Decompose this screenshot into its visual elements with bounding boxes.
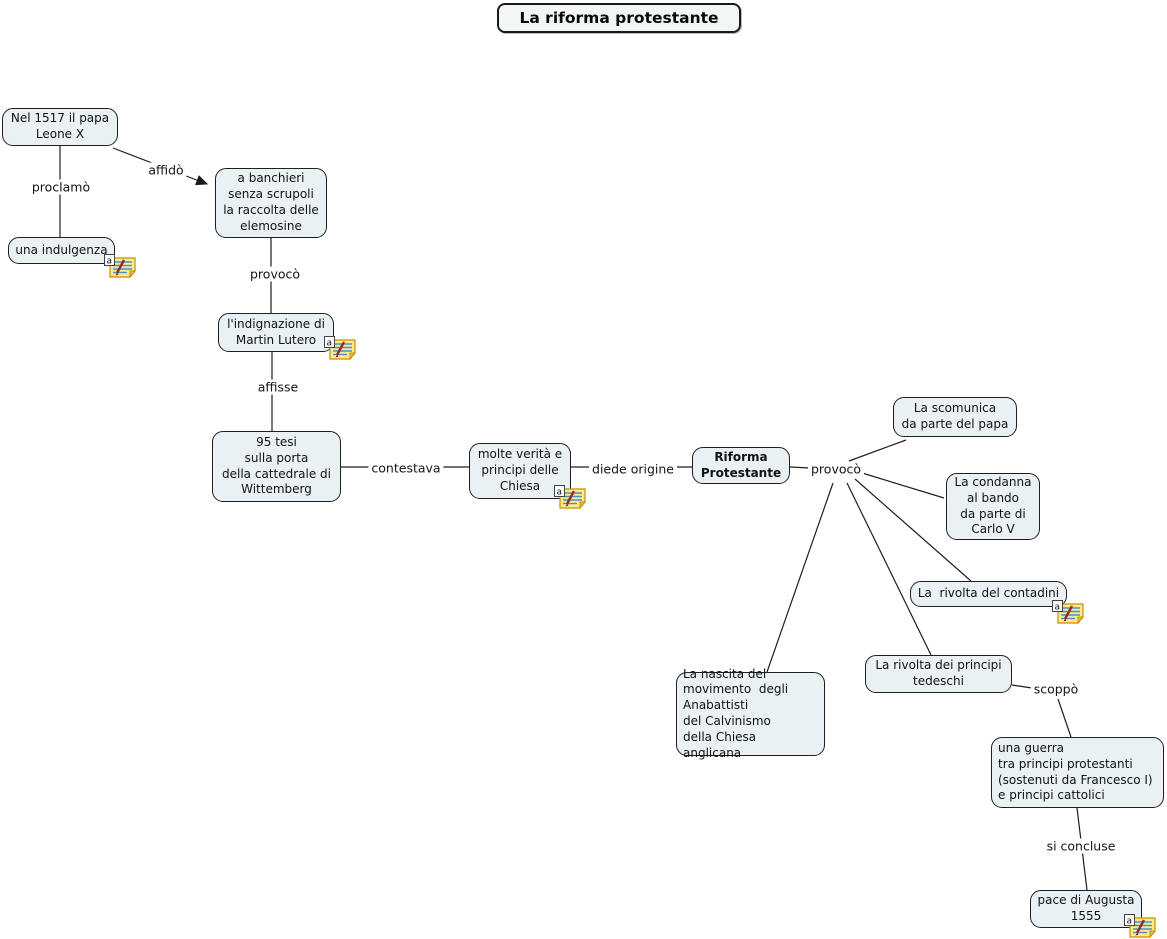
link-line-provoco-nascita	[766, 482, 834, 673]
node-pace-di-augusta[interactable]: pace di Augusta 1555	[1030, 890, 1142, 928]
link-line-scoppo-b	[1057, 698, 1072, 738]
node-scomunica[interactable]: La scomunica da parte del papa	[893, 397, 1017, 437]
node-una-guerra[interactable]: una guerra tra principi protestanti (sos…	[991, 737, 1164, 808]
svg-text:a: a	[1127, 917, 1133, 927]
node-molte-verita[interactable]: molte verità e principi delle Chiesa	[469, 443, 571, 499]
node-rivolta-contadini[interactable]: La rivolta del contadini	[910, 581, 1067, 607]
link-line-provoco-contadini	[854, 478, 972, 582]
node-95-tesi[interactable]: 95 tesi sulla porta della cattedrale di …	[212, 431, 341, 502]
link-line-provoco-scomunica	[848, 439, 907, 462]
svg-text:a: a	[327, 339, 333, 349]
node-nascita-movimenti[interactable]: La nascita del movimento degli Anabattis…	[676, 667, 825, 760]
link-label-provoco-2[interactable]: provocò	[807, 461, 865, 477]
link-line-provoco-tedeschi	[846, 482, 932, 656]
svg-text:a: a	[1055, 603, 1061, 613]
node-condanna-carlo-v[interactable]: La condanna al bando da parte di Carlo V	[946, 473, 1040, 540]
link-label-scoppo[interactable]: scoppò	[1030, 681, 1082, 697]
link-label-diede-origine[interactable]: diede origine	[589, 461, 677, 477]
link-line-riforma-provoco	[789, 466, 811, 469]
node-indignazione-lutero[interactable]: l'indignazione di Martin Lutero	[218, 313, 334, 352]
link-label-affido[interactable]: affidò	[145, 162, 187, 178]
node-una-indulgenza[interactable]: una indulgenza	[8, 237, 115, 264]
node-rivolta-principi-tedeschi[interactable]: La rivolta dei principi tedeschi	[865, 655, 1012, 693]
link-line-provoco-condanna	[861, 472, 945, 499]
annotation-icon[interactable]: a	[554, 485, 587, 510]
svg-text:a: a	[557, 488, 563, 498]
node-riforma-protestante[interactable]: Riforma Protestante	[692, 447, 790, 484]
annotation-icon[interactable]: a	[1052, 600, 1085, 625]
link-label-contestava[interactable]: contestava	[368, 460, 444, 476]
link-line-scoppo-a	[1011, 684, 1033, 689]
annotation-icon[interactable]: a	[324, 336, 357, 361]
link-label-affisse[interactable]: affisse	[254, 379, 302, 395]
map-title[interactable]: La riforma protestante	[497, 3, 741, 33]
node-papa-leone-x[interactable]: Nel 1517 il papa Leone X	[2, 108, 118, 146]
annotation-icon[interactable]: a	[104, 254, 137, 279]
annotation-icon[interactable]: a	[1124, 914, 1157, 939]
link-label-si-concluse[interactable]: si concluse	[1043, 838, 1119, 854]
svg-text:a: a	[107, 257, 113, 267]
node-banchieri[interactable]: a banchieri senza scrupoli la raccolta d…	[215, 168, 327, 238]
link-label-provoco-1[interactable]: provocò	[246, 266, 304, 282]
link-label-proclamo[interactable]: proclamò	[28, 179, 94, 195]
